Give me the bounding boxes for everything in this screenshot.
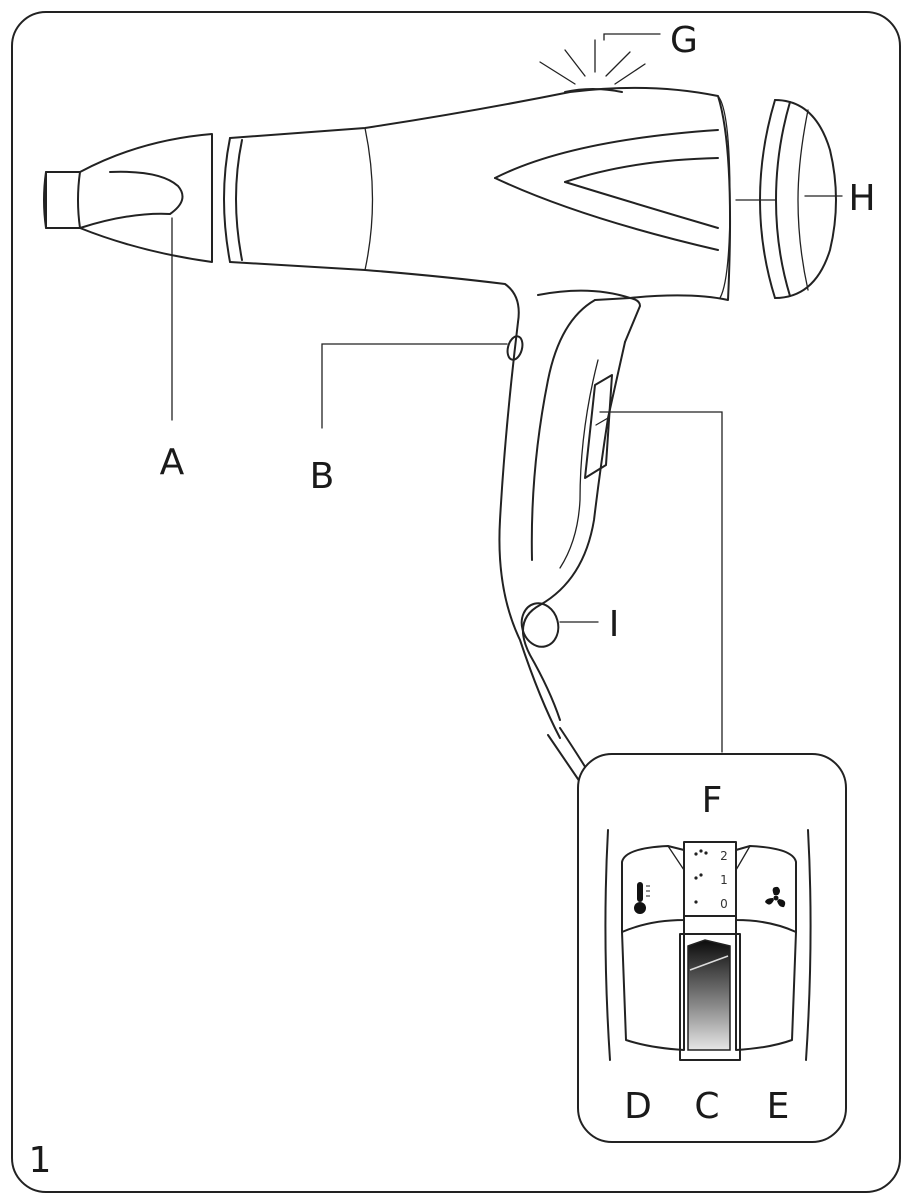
label-b: B (310, 456, 335, 497)
label-f: F (702, 780, 723, 821)
label-g: G (670, 20, 698, 61)
switch-position-label: 1 (720, 873, 728, 887)
label-e: E (767, 1086, 790, 1127)
rear-filter (759, 99, 837, 299)
diagram-border (11, 11, 901, 1193)
labels: A B G H I F D C E 1 (29, 20, 876, 1181)
figure-number: 1 (29, 1140, 52, 1181)
label-h: H (848, 178, 875, 219)
label-i: I (609, 604, 620, 645)
label-a: A (160, 442, 185, 483)
label-c: C (694, 1086, 719, 1127)
switch-detail-inset: 2 1 0 (577, 753, 847, 1143)
thermometer-icon (634, 882, 650, 914)
ion-rays (539, 39, 646, 85)
switch-position-label: 2 (720, 849, 728, 863)
fan-icon (765, 886, 786, 908)
switch-position-label: 0 (720, 897, 728, 911)
label-d: D (624, 1086, 652, 1127)
dryer-body (43, 86, 732, 783)
